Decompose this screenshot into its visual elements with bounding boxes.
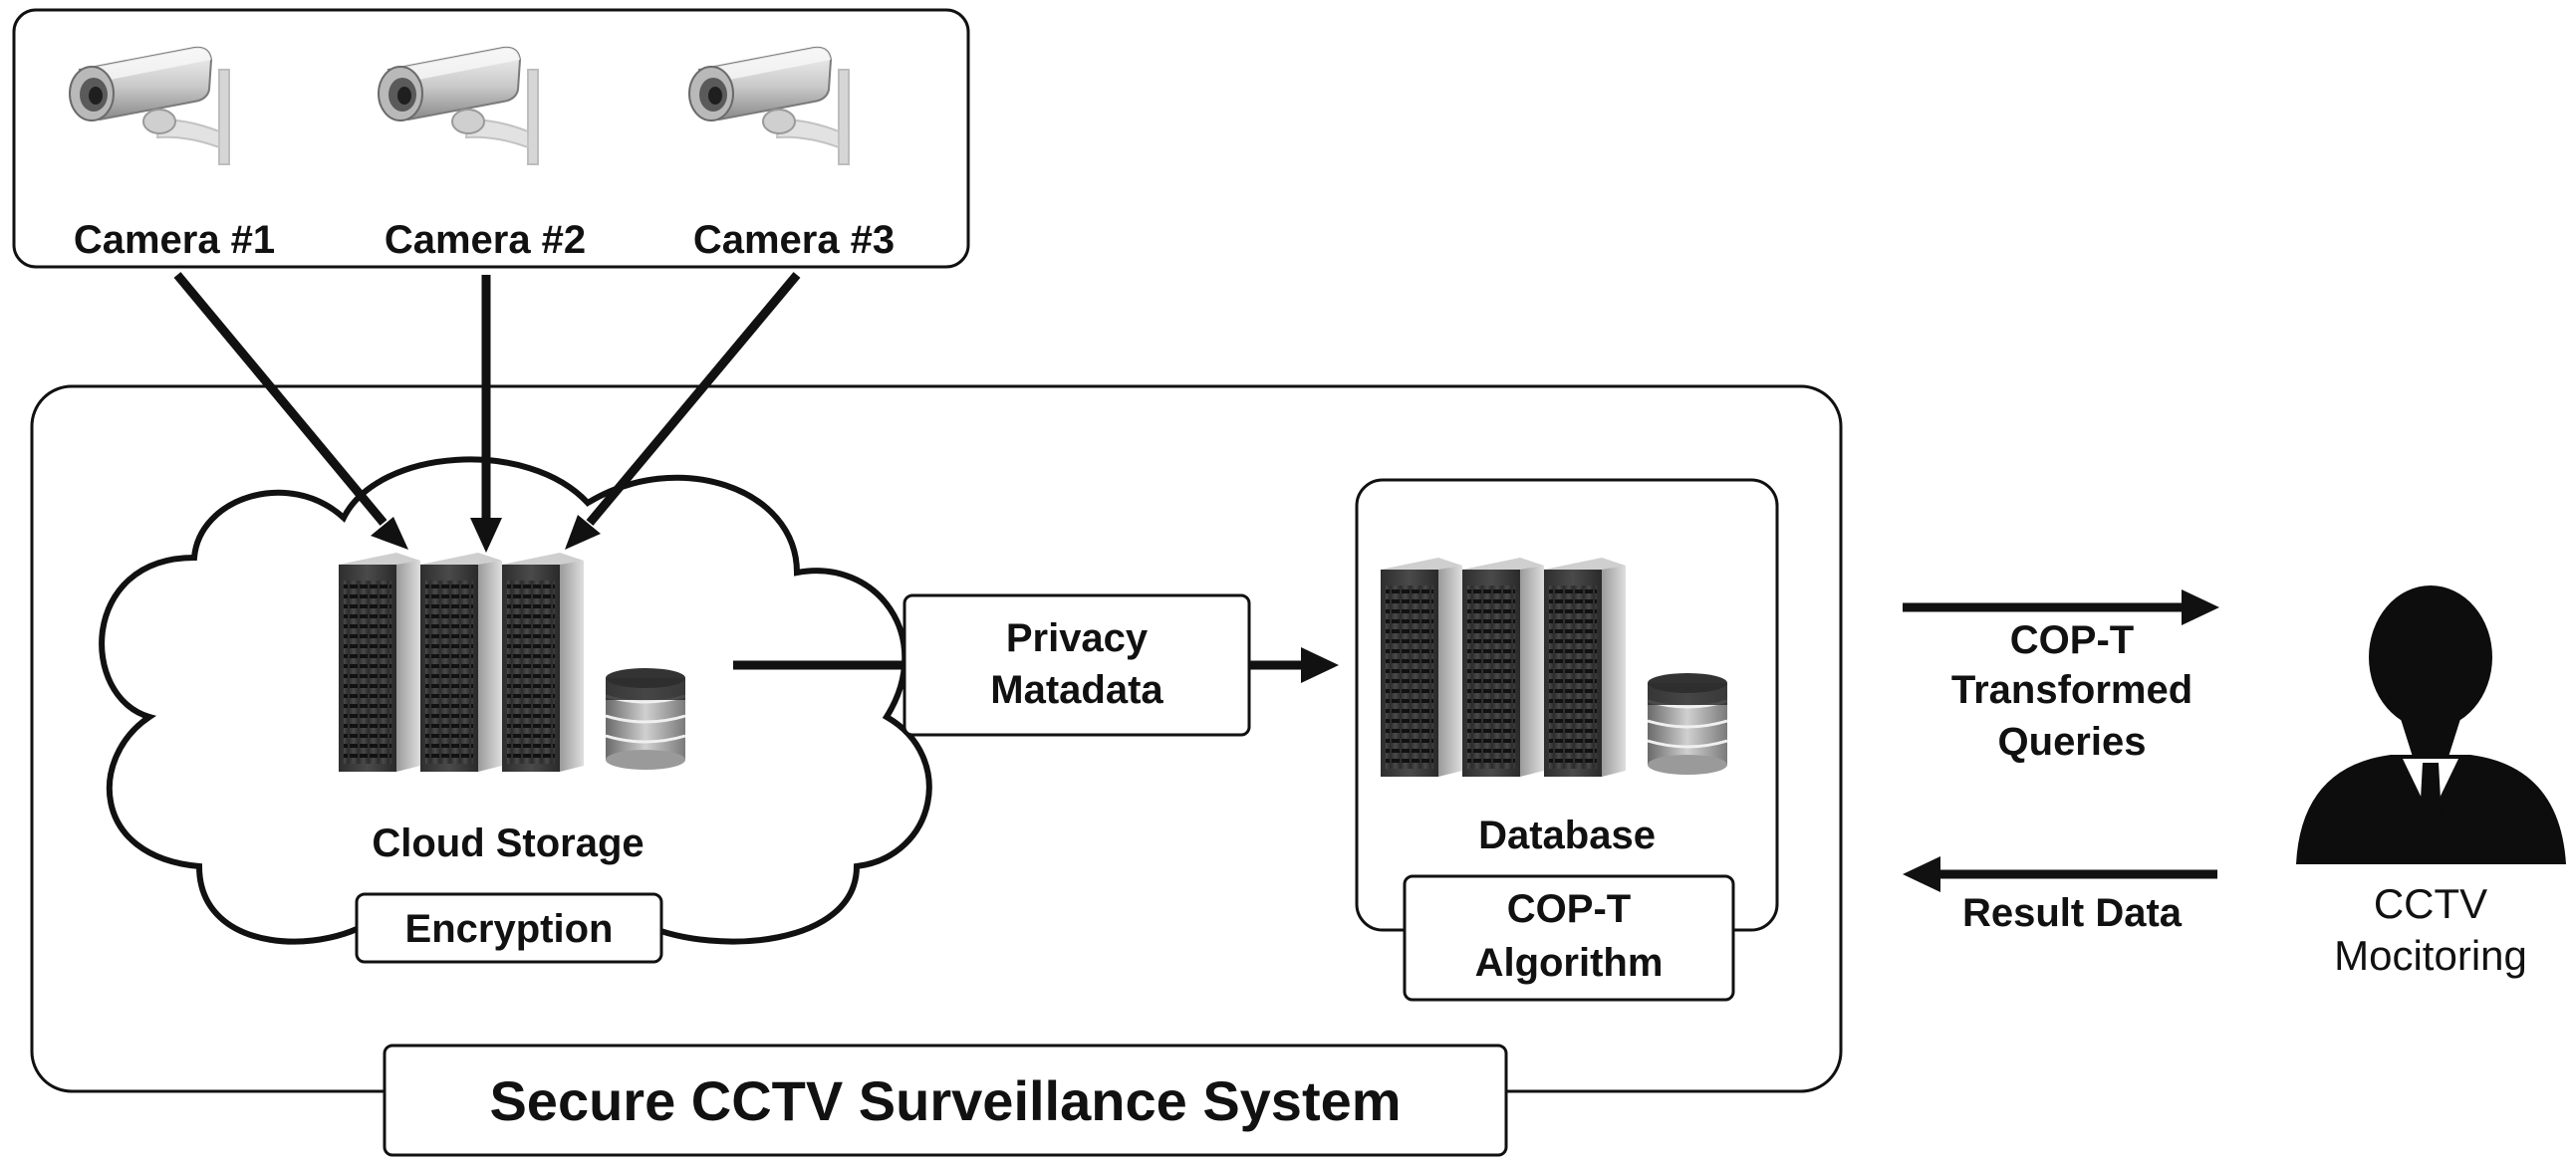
flow-arrow-to-database — [733, 647, 1339, 683]
queries-label-line3: Queries — [1997, 720, 2147, 764]
privacy-label-line2: Matadata — [990, 668, 1163, 712]
camera-1-label: Camera #1 — [73, 218, 276, 262]
queries-label-line2: Transformed — [1950, 668, 2193, 712]
encryption-box — [355, 892, 663, 964]
database-label: Database — [1478, 814, 1656, 857]
result-arrow — [1903, 856, 2217, 892]
system-title-box — [383, 1044, 1508, 1157]
privacy-label-line1: Privacy — [1005, 616, 1149, 660]
system-title: Secure CCTV Surveillance System — [489, 1069, 1402, 1132]
person-icon — [2296, 585, 2566, 864]
query-arrow — [1903, 589, 2219, 625]
monitor-label-line2: Mocitoring — [2334, 932, 2527, 979]
monitor-label-line1: CCTV — [2373, 880, 2488, 927]
result-data-label: Result Data — [1961, 891, 2183, 935]
queries-label-line1: COP-T — [2009, 618, 2135, 662]
camera-3-label: Camera #3 — [692, 218, 896, 262]
camera-to-cloud-arrows — [173, 272, 801, 553]
algorithm-label-line1: COP-T — [1506, 887, 1632, 931]
cop-t-algorithm-box — [1403, 874, 1735, 1002]
camera-2-label: Camera #2 — [384, 218, 587, 262]
encryption-label: Encryption — [404, 907, 614, 951]
cloud-storage-label: Cloud Storage — [372, 821, 644, 865]
algorithm-label-line2: Algorithm — [1474, 941, 1664, 985]
